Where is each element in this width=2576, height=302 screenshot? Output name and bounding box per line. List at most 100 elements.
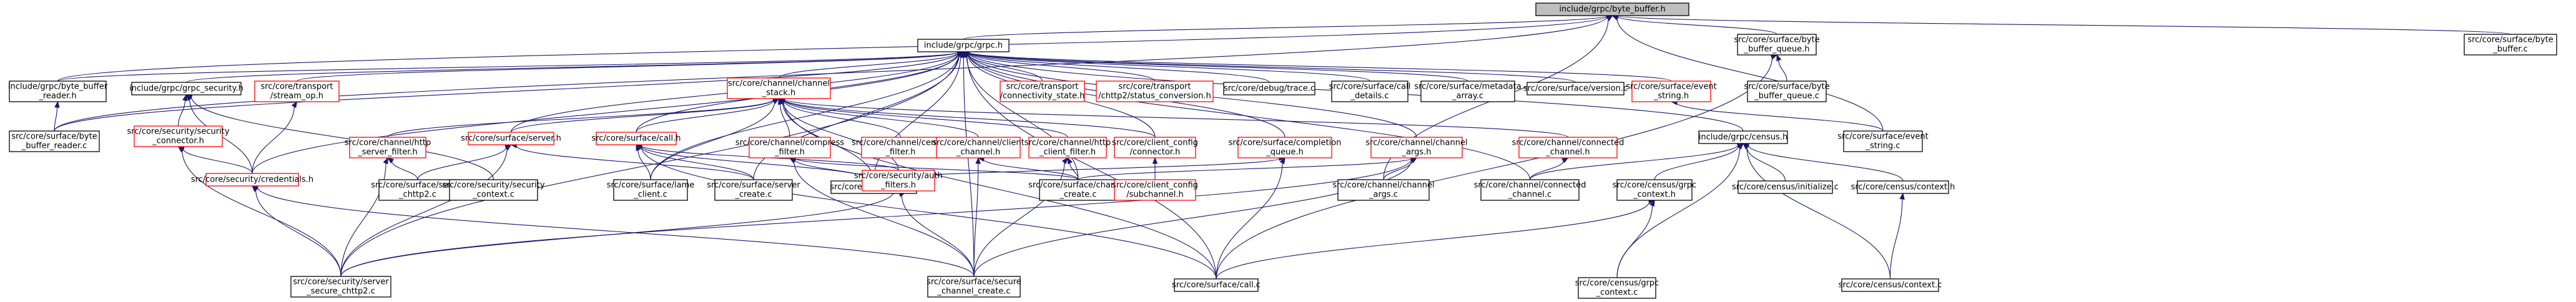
node-box[interactable] (1039, 179, 1118, 201)
node-auth-filters-h[interactable]: src/core/security/auth_filters.h (854, 170, 943, 192)
node-box[interactable] (1096, 80, 1214, 102)
node-metadata-array-c[interactable]: src/core/surface/metadata_array.c (1414, 80, 1522, 102)
node-box[interactable] (1738, 180, 1833, 194)
node-box[interactable] (749, 137, 831, 158)
node-event-string-c[interactable]: src/core/surface/event_string.c (1837, 130, 1929, 152)
node-census-filter-h[interactable]: src/core/channel/census_filter.h (852, 137, 950, 158)
node-bbr-h[interactable]: include/grpc/byte_buffer_reader.h (8, 80, 108, 102)
node-box[interactable] (1747, 80, 1827, 102)
node-completion-queue-h[interactable]: src/core/surface/completion_queue.h (1229, 137, 1342, 158)
node-box[interactable] (349, 137, 426, 158)
node-census-context-c[interactable]: src/core/census/context.c (1839, 278, 1942, 292)
node-connectivity-state-h[interactable]: src/core/transport/connectivity_state.h (1000, 80, 1085, 102)
node-box[interactable] (1737, 34, 1817, 56)
node-box[interactable] (1526, 82, 1625, 95)
node-sbq-h[interactable]: src/core/surface/byte_buffer_queue.h (1734, 34, 1820, 56)
node-grpc-h[interactable]: include/grpc/grpc.h (917, 39, 1010, 52)
node-box[interactable] (1331, 80, 1408, 102)
node-connector-h[interactable]: src/core/client_config/connector.h (1112, 137, 1198, 158)
node-census-context-h[interactable]: src/core/census/context.h (1851, 180, 1955, 194)
node-channel-args-h[interactable]: src/core/channel/channel_args.h (1365, 137, 1468, 158)
node-box[interactable] (596, 132, 677, 145)
node-secure-channel-create-c[interactable]: src/core/surface/secure_channel_create.c (927, 276, 1021, 298)
node-box[interactable] (290, 276, 391, 298)
node-box[interactable] (1000, 80, 1085, 102)
node-box[interactable] (449, 179, 538, 201)
node-bbr-c[interactable]: src/core/surface/byte_buffer_reader.c (9, 130, 100, 152)
node-connected-channel-c[interactable]: src/core/channel/connected_channel.c (1474, 179, 1586, 201)
node-box[interactable] (1420, 80, 1515, 102)
node-box[interactable] (1114, 179, 1196, 201)
node-census-grpc-context-h[interactable]: src/core/census/grpc_context.h (1613, 179, 1696, 201)
node-label: src/core/surface/version.c (1523, 84, 1628, 94)
node-box[interactable] (936, 137, 1021, 158)
node-server-chttp2-c[interactable]: src/core/surface/server_chttp2.c (371, 179, 465, 201)
node-compress-filter-h[interactable]: src/core/channel/compress_filter.h (735, 137, 845, 158)
node-credentials-h[interactable]: src/core/security/credentials.h (191, 173, 313, 187)
node-box[interactable] (861, 137, 940, 158)
node-census-initialize-c[interactable]: src/core/census/initialize.c (1732, 180, 1839, 194)
node-box[interactable] (1480, 179, 1580, 201)
node-server-create-c[interactable]: src/core/surface/server_create.c (707, 179, 800, 201)
node-call-c[interactable]: src/core/surface/call.c (1172, 278, 1261, 292)
node-http-client-filter-h[interactable]: src/core/channel/http_client_filter.h (1025, 137, 1111, 158)
node-security-context-c[interactable]: src/core/security/security_context.c (442, 179, 545, 201)
edge-compress_filter_h-to-channel_create_c (794, 158, 1079, 180)
node-box[interactable] (1337, 179, 1430, 201)
node-box[interactable] (205, 173, 299, 187)
node-box[interactable] (1370, 137, 1463, 158)
node-label: src/core/surface/server (371, 181, 465, 190)
node-box[interactable] (714, 179, 793, 201)
node-box[interactable] (917, 39, 1010, 52)
node-version-c[interactable]: src/core/surface/version.c (1523, 82, 1628, 95)
node-census-grpc-context-c[interactable]: src/core/census/grpc_context.c (1575, 277, 1659, 299)
node-stream-op-h[interactable]: src/core/transport/stream_op.h (254, 80, 340, 102)
node-box[interactable] (1114, 137, 1196, 158)
node-box[interactable] (9, 130, 100, 152)
node-box[interactable] (1631, 80, 1711, 102)
node-box[interactable] (862, 170, 935, 192)
node-lame-client-c[interactable]: src/core/surface/lame_client.c (607, 179, 695, 201)
node-box[interactable] (613, 179, 688, 201)
node-box[interactable] (1174, 278, 1259, 292)
node-box[interactable] (9, 80, 107, 102)
node-channel-create-c[interactable]: src/core/surface/channel_create.c (1028, 179, 1128, 201)
node-byte-buffer-h[interactable]: include/grpc/byte_buffer.h (1535, 2, 1689, 16)
node-server-h[interactable]: src/core/surface/server.h (461, 132, 561, 145)
node-box[interactable] (1535, 2, 1689, 16)
node-server-secure-chttp2-c[interactable]: src/core/security/server_secure_chttp2.c (290, 276, 391, 298)
node-connected-channel-h[interactable]: src/core/channel/connected_channel.h (1512, 137, 1625, 158)
node-sbq-c[interactable]: src/core/surface/byte_buffer_queue.c (1744, 80, 1830, 102)
node-box[interactable] (927, 276, 1021, 298)
node-box[interactable] (727, 77, 831, 99)
node-box[interactable] (254, 80, 340, 102)
node-box[interactable] (1843, 130, 1923, 152)
node-box[interactable] (1237, 137, 1332, 158)
node-box[interactable] (1698, 130, 1788, 144)
node-box[interactable] (1028, 137, 1107, 158)
node-box[interactable] (131, 82, 242, 95)
node-box[interactable] (1841, 278, 1939, 292)
node-call-h[interactable]: src/core/surface/call.h (591, 132, 681, 145)
node-census-h[interactable]: include/grpc/census.h (1698, 130, 1788, 144)
node-grpc-security-h[interactable]: include/grpc/grpc_security.h (129, 82, 243, 95)
node-subchannel-h[interactable]: src/core/client_config/subchannel.h (1112, 179, 1198, 201)
node-channel-stack-h[interactable]: src/core/channel/channel_stack.h (727, 77, 831, 99)
node-event-string-h[interactable]: src/core/surface/event_string.h (1626, 80, 1717, 102)
node-security-connector-h[interactable]: src/core/security/security_connector.h (127, 125, 230, 147)
node-status-conversion-h[interactable]: src/core/transport/chttp2/status_convers… (1096, 80, 1214, 102)
node-client-channel-h[interactable]: src/core/channel/client_channel.h (932, 137, 1025, 158)
node-box[interactable] (2464, 34, 2557, 56)
node-box[interactable] (1616, 179, 1693, 201)
node-trace-c[interactable]: src/core/debug/trace.c (1223, 82, 1315, 95)
node-channel-args-c[interactable]: src/core/channel/channel_args.c (1332, 179, 1435, 201)
node-http-server-filter-h[interactable]: src/core/channel/http_server_filter.h (345, 137, 431, 158)
node-box[interactable] (1223, 82, 1315, 95)
node-call-details-c[interactable]: src/core/surface/call_details.c (1329, 80, 1411, 102)
node-box[interactable] (1578, 277, 1656, 299)
node-box[interactable] (1857, 180, 1949, 194)
node-box[interactable] (134, 125, 223, 147)
node-sb-c[interactable]: src/core/surface/byte_buffer.c (2464, 34, 2557, 56)
node-box[interactable] (468, 132, 554, 145)
node-box[interactable] (1518, 137, 1618, 158)
